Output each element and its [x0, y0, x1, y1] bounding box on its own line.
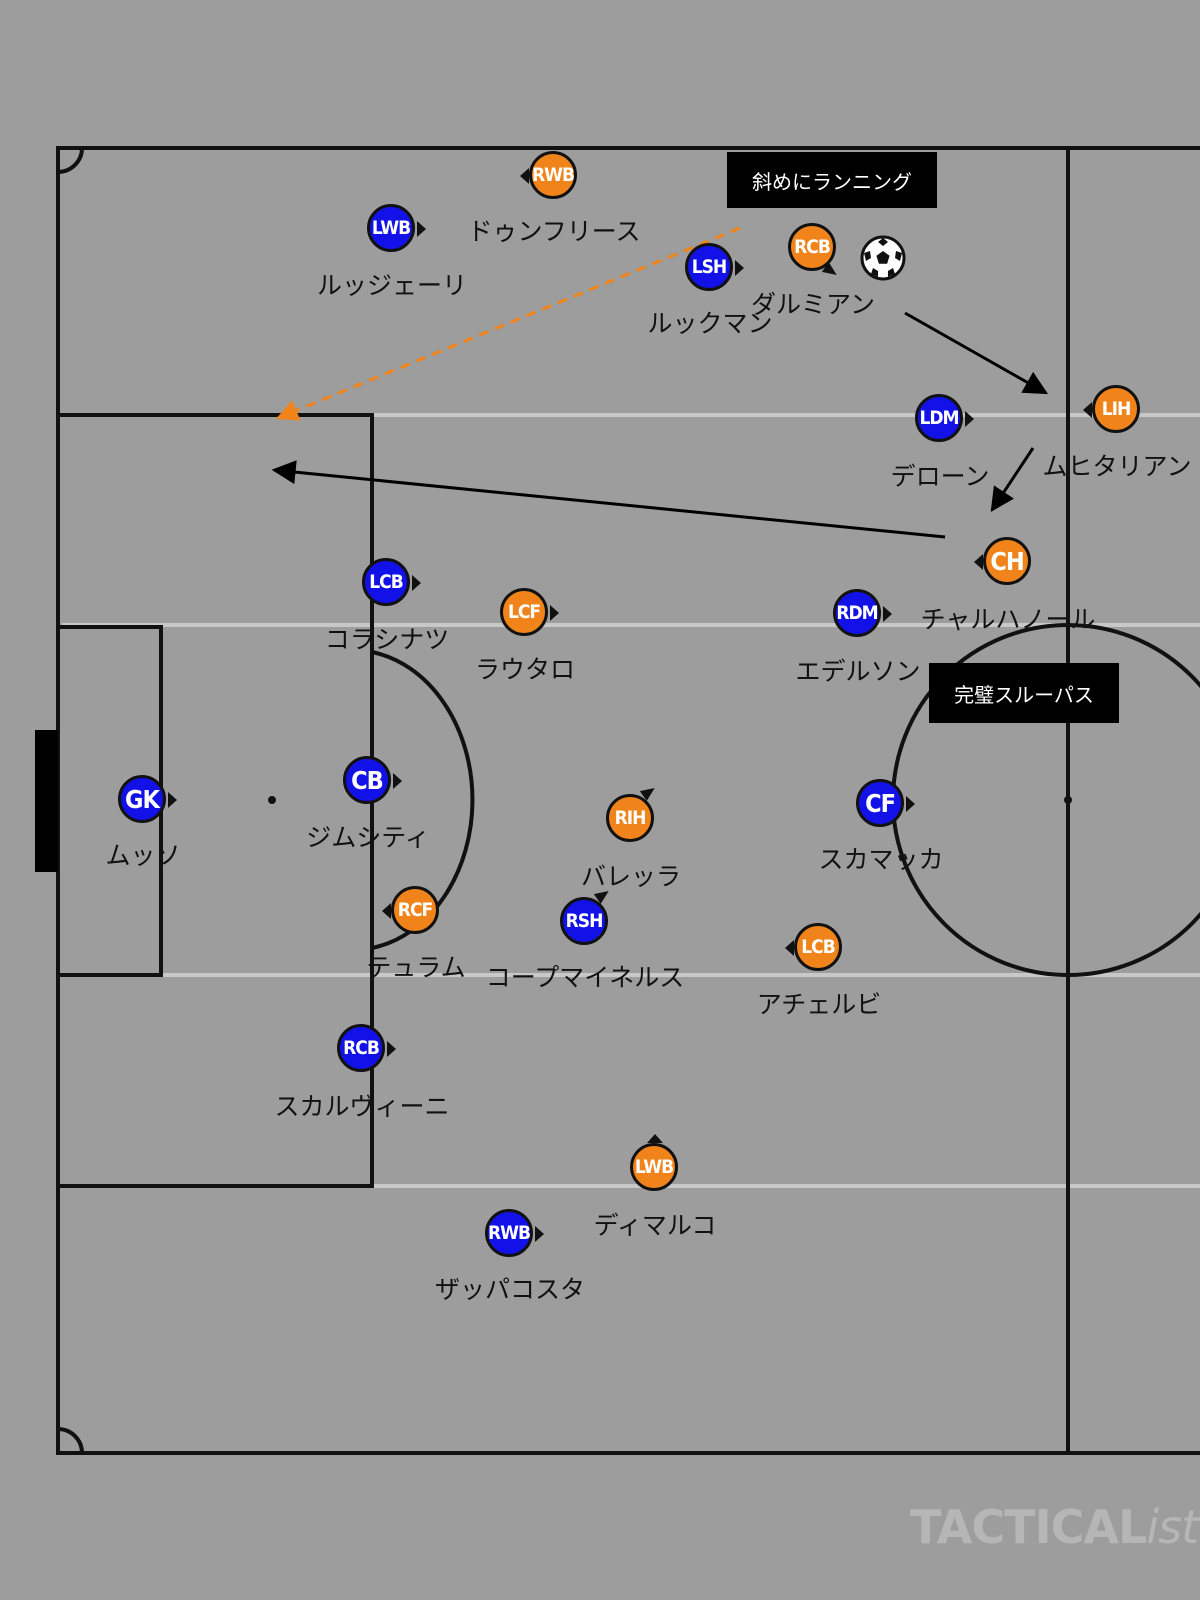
direction-arrow-icon	[883, 606, 892, 622]
player-position-label: RCB	[337, 1024, 385, 1072]
player-position-label: RWB	[529, 151, 577, 199]
player-name: ラウタロ	[474, 655, 576, 684]
player-name: ムッソ	[105, 841, 181, 870]
direction-arrow-icon	[974, 554, 983, 570]
orange-player-rcf[interactable]: RCF	[382, 886, 441, 936]
player-name: アチェルビ	[756, 990, 882, 1019]
centre-spot	[1064, 796, 1072, 804]
player-position-label: LCB	[794, 923, 842, 971]
direction-arrow-icon	[417, 221, 426, 237]
player-name: ドゥンフリース	[467, 217, 641, 246]
player-name: テュラム	[366, 953, 466, 982]
direction-arrow-icon	[1083, 402, 1092, 418]
player-position-label: LDM	[915, 394, 963, 442]
player-name: ルックマン	[647, 309, 773, 338]
annotation-diagonal-run: 斜めにランニング	[727, 152, 937, 208]
direction-arrow-icon	[647, 1134, 663, 1143]
blue-player-lwb[interactable]: LWB	[367, 204, 426, 254]
orange-player-rwb[interactable]: RWB	[520, 151, 579, 201]
blue-player-lsh[interactable]: LSH	[685, 243, 744, 293]
direction-arrow-icon	[785, 940, 794, 956]
player-position-label: RCF	[391, 886, 439, 934]
player-name: コープマイネルス	[485, 963, 685, 992]
soccer-ball-icon	[860, 235, 906, 281]
player-position-label: RCB	[788, 223, 836, 271]
orange-player-lih[interactable]: LIH	[1083, 385, 1142, 435]
player-position-label: LIH	[1092, 385, 1140, 433]
blue-player-rsh[interactable]: RSH	[560, 886, 613, 947]
blue-player-rwb[interactable]: RWB	[485, 1209, 544, 1259]
blue-player-lcb[interactable]: LCB	[362, 558, 421, 608]
orange-player-ch[interactable]: CH	[974, 537, 1033, 587]
blue-player-rcb[interactable]: RCB	[337, 1024, 396, 1074]
player-position-label: CH	[983, 537, 1031, 585]
player-position-label: CB	[343, 756, 391, 804]
goal	[35, 730, 58, 872]
player-position-label: GK	[118, 775, 166, 823]
player-name: スカルヴィーニ	[274, 1092, 450, 1121]
direction-arrow-icon	[412, 575, 421, 591]
player-position-label: LCF	[500, 588, 548, 636]
penalty-spot	[268, 796, 276, 804]
direction-arrow-icon	[393, 773, 402, 789]
orange-player-lwb[interactable]: LWB	[630, 1134, 680, 1193]
diagonal-run-arrow	[275, 226, 741, 421]
direction-arrow-icon	[550, 605, 559, 621]
player-position-label: CF	[856, 779, 904, 827]
player-name: ダルミアン	[750, 290, 876, 319]
player-position-label: LCB	[362, 558, 410, 606]
player-name: ルッジェーリ	[316, 271, 468, 300]
blue-player-cb[interactable]: CB	[343, 756, 402, 806]
player-position-label: RSH	[560, 897, 608, 945]
direction-arrow-icon	[387, 1041, 396, 1057]
blue-player-gk[interactable]: GK	[118, 775, 177, 825]
blue-player-ldm[interactable]: LDM	[915, 394, 974, 444]
direction-arrow-icon	[906, 796, 915, 812]
orange-player-lcb[interactable]: LCB	[785, 923, 844, 973]
player-name: スカマッカ	[818, 845, 944, 874]
player-name: デローン	[890, 462, 990, 491]
orange-player-rih[interactable]: RIH	[606, 783, 659, 844]
orange-player-lcf[interactable]: LCF	[500, 588, 559, 638]
player-position-label: LWB	[367, 204, 415, 252]
blue-player-rdm[interactable]: RDM	[833, 589, 892, 639]
pass-arrow-1	[904, 311, 1049, 395]
player-position-label: RIH	[606, 794, 654, 842]
player-position-label: RDM	[833, 589, 881, 637]
pass-arrow-2	[990, 447, 1035, 513]
direction-arrow-icon	[535, 1226, 544, 1242]
watermark: TACTICALista	[910, 1500, 1200, 1554]
direction-arrow-icon	[520, 168, 529, 184]
player-name: ディマルコ	[593, 1211, 717, 1240]
player-name: ジムシティ	[306, 823, 430, 852]
player-position-label: RWB	[485, 1209, 533, 1257]
direction-arrow-icon	[168, 792, 177, 808]
player-position-label: LSH	[685, 243, 733, 291]
direction-arrow-icon	[382, 903, 391, 919]
player-name: チャルハノール	[920, 605, 1096, 634]
direction-arrow-icon	[965, 411, 974, 427]
player-name: ザッパコスタ	[434, 1275, 586, 1304]
player-name: コラシナツ	[324, 625, 450, 654]
orange-player-rcb[interactable]: RCB	[788, 223, 841, 280]
blue-player-cf[interactable]: CF	[856, 779, 915, 829]
direction-arrow-icon	[735, 260, 744, 276]
annotation-through-pass: 完璧スルーパス	[929, 663, 1119, 723]
through-pass-arrow	[271, 460, 946, 539]
player-name: バレッラ	[580, 862, 682, 891]
player-name: エデルソン	[795, 657, 921, 686]
player-position-label: LWB	[630, 1143, 678, 1191]
player-name: ムヒタリアン	[1042, 452, 1192, 481]
